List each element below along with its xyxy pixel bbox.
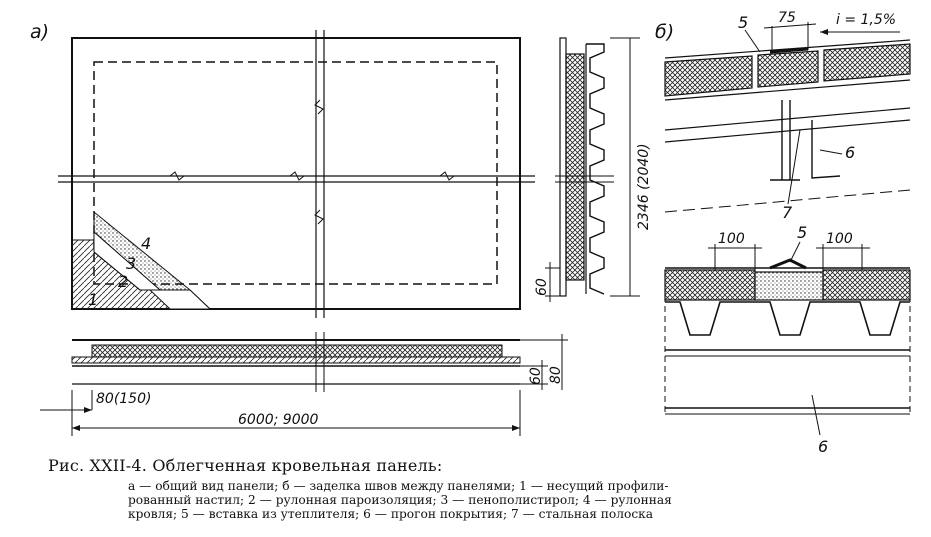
- callout-5-bottom: 5: [797, 223, 807, 242]
- callout-5-top: 5: [738, 13, 748, 32]
- dim-slope: i = 1,5%: [836, 12, 896, 28]
- caption-title: Рис. XXII-4. Облегченная кровельная пане…: [48, 456, 443, 475]
- purlin-top: [770, 100, 800, 181]
- joint-detail-bottom: 100 100 5 6: [664, 223, 911, 456]
- joint-insulation-panels: [664, 55, 753, 97]
- legend-line-2: рованный настил; 2 — рулонная пароизоляц…: [128, 493, 672, 507]
- side-section-insulation: [565, 53, 585, 281]
- panel-a-label: а): [30, 21, 49, 43]
- bottom-joint-deck: [665, 301, 910, 336]
- panel-b-label: б): [655, 21, 674, 43]
- legend-line-1: а — общий вид панели; б — заделка швов м…: [128, 479, 669, 493]
- bottom-section: 80(150) 6000; 9000 60 80: [40, 332, 568, 436]
- callout-4: 4: [141, 234, 151, 253]
- bottom-joint-insulation-left: [664, 269, 756, 301]
- dim-60-side: 60: [534, 278, 550, 296]
- dim-80: 80: [548, 366, 564, 384]
- dim-60-bottom: 60: [528, 367, 544, 385]
- dim-joint-100-left: 100: [718, 231, 745, 247]
- panel-inner-contour: [93, 61, 498, 285]
- dim-edge-offset: 80(150): [96, 391, 151, 407]
- figure-caption: Рис. XXII-4. Облегченная кровельная пане…: [48, 456, 918, 521]
- callout-6-top: 6: [845, 143, 855, 162]
- callout-2: 2: [118, 272, 128, 291]
- side-section: 2346 (2040) 60: [534, 37, 652, 302]
- side-section-deck: [586, 43, 605, 295]
- callout-6-bottom: 6: [818, 437, 828, 456]
- dim-length: 6000; 9000: [238, 412, 319, 428]
- dim-joint-75: 75: [778, 10, 796, 26]
- bottom-section-insulation: [91, 344, 503, 358]
- legend-line-3: кровля; 5 — вставка из утеплителя; 6 — п…: [128, 507, 654, 521]
- plan-view: а) 4 3 2 1: [30, 21, 535, 318]
- joint-detail-top: б) 75 i = 1,5% 5 6 7: [655, 10, 911, 222]
- dim-joint-100-right: 100: [826, 231, 853, 247]
- caption-legend: а — общий вид панели; б — заделка швов м…: [128, 479, 918, 521]
- callout-1: 1: [88, 290, 98, 309]
- callout-7: 7: [782, 203, 793, 222]
- dim-width: 2346 (2040): [636, 143, 652, 230]
- panel-outline: [71, 37, 521, 310]
- callout-3: 3: [126, 254, 136, 273]
